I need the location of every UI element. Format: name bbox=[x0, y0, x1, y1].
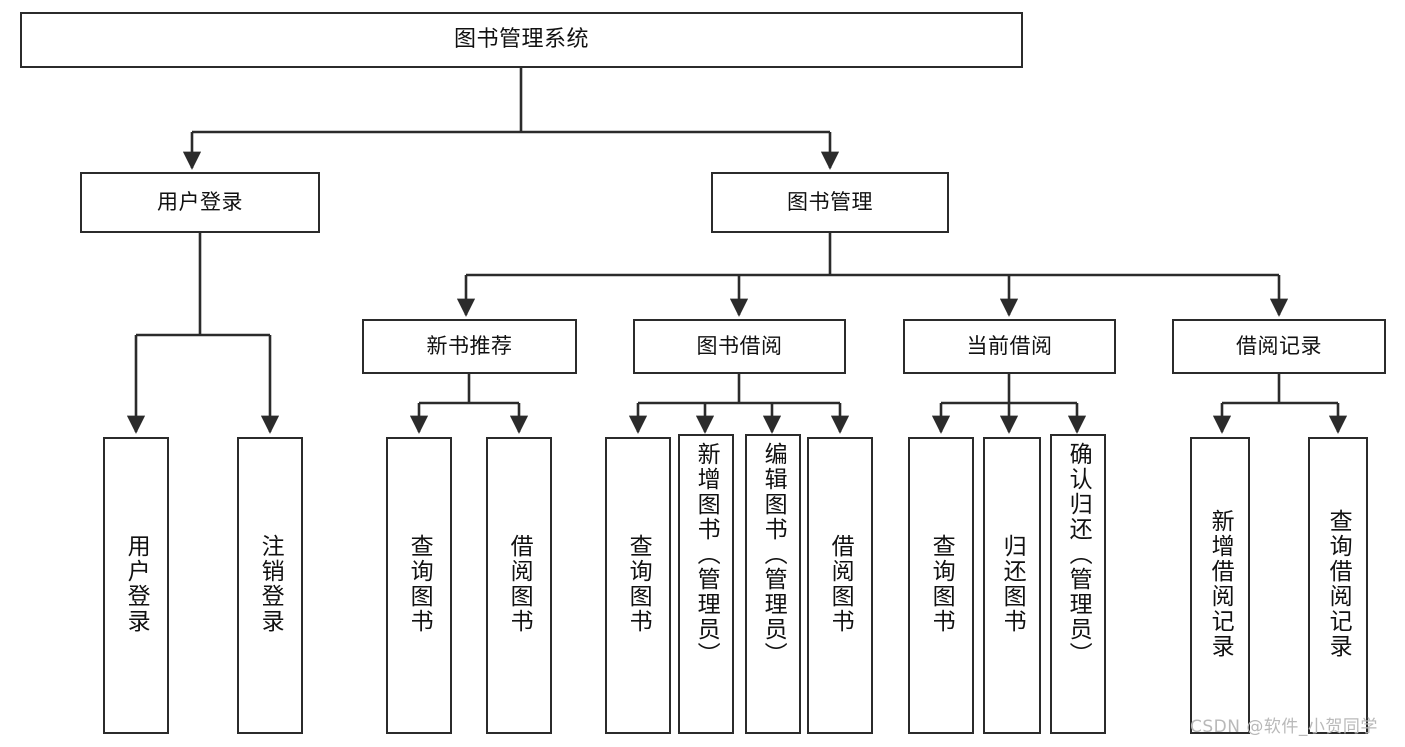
leaf-current-return-book-label: 归还图书 bbox=[999, 533, 1026, 634]
leaf-current-confirm-return-admin-label: 确认归还（管理员） bbox=[1065, 442, 1092, 667]
watermark: CSDN @软件_小贺同学 bbox=[1190, 717, 1378, 737]
node-borrow-record[interactable]: 借阅记录 bbox=[1172, 319, 1386, 374]
leaf-user-login-signout[interactable]: 注销登录 bbox=[237, 437, 303, 734]
node-user-login-label: 用户登录 bbox=[157, 190, 243, 215]
leaf-recommend-query-book[interactable]: 查询图书 bbox=[386, 437, 452, 734]
leaf-recommend-borrow-book-label: 借阅图书 bbox=[506, 533, 533, 634]
leaf-borrow-query-book[interactable]: 查询图书 bbox=[605, 437, 671, 734]
node-user-login[interactable]: 用户登录 bbox=[80, 172, 320, 233]
leaf-borrow-query-book-label: 查询图书 bbox=[625, 533, 652, 634]
node-current-borrow[interactable]: 当前借阅 bbox=[903, 319, 1116, 374]
leaf-record-query-record[interactable]: 查询借阅记录 bbox=[1308, 437, 1368, 734]
node-root[interactable]: 图书管理系统 bbox=[20, 12, 1023, 68]
leaf-record-add-record[interactable]: 新增借阅记录 bbox=[1190, 437, 1250, 734]
leaf-borrow-borrow-book-label: 借阅图书 bbox=[827, 533, 854, 634]
leaf-recommend-borrow-book[interactable]: 借阅图书 bbox=[486, 437, 552, 734]
leaf-record-add-record-label: 新增借阅记录 bbox=[1207, 508, 1234, 659]
node-new-book-recommend[interactable]: 新书推荐 bbox=[362, 319, 577, 374]
leaf-borrow-add-book-admin[interactable]: 新增图书（管理员） bbox=[678, 434, 734, 734]
leaf-current-query-book-label: 查询图书 bbox=[928, 533, 955, 634]
node-current-borrow-label: 当前借阅 bbox=[966, 334, 1053, 359]
node-borrow-record-label: 借阅记录 bbox=[1236, 334, 1322, 359]
node-book-management-label: 图书管理 bbox=[787, 190, 873, 215]
node-book-management[interactable]: 图书管理 bbox=[711, 172, 949, 233]
leaf-recommend-query-book-label: 查询图书 bbox=[406, 533, 433, 634]
leaf-record-query-record-label: 查询借阅记录 bbox=[1325, 508, 1352, 659]
node-root-label: 图书管理系统 bbox=[453, 27, 589, 53]
leaf-current-return-book[interactable]: 归还图书 bbox=[983, 437, 1041, 734]
leaf-borrow-add-book-admin-label: 新增图书（管理员） bbox=[693, 442, 720, 667]
leaf-borrow-edit-book-admin-label: 编辑图书（管理员） bbox=[760, 442, 787, 667]
leaf-current-query-book[interactable]: 查询图书 bbox=[908, 437, 974, 734]
leaf-borrow-borrow-book[interactable]: 借阅图书 bbox=[807, 437, 873, 734]
node-new-book-recommend-label: 新书推荐 bbox=[426, 334, 513, 359]
node-book-borrow[interactable]: 图书借阅 bbox=[633, 319, 846, 374]
leaf-current-confirm-return-admin[interactable]: 确认归还（管理员） bbox=[1050, 434, 1106, 734]
node-book-borrow-label: 图书借阅 bbox=[696, 334, 783, 359]
leaf-user-login-signin[interactable]: 用户登录 bbox=[103, 437, 169, 734]
leaf-user-login-signout-label: 注销登录 bbox=[257, 533, 284, 634]
leaf-borrow-edit-book-admin[interactable]: 编辑图书（管理员） bbox=[745, 434, 801, 734]
leaf-user-login-signin-label: 用户登录 bbox=[123, 533, 150, 634]
